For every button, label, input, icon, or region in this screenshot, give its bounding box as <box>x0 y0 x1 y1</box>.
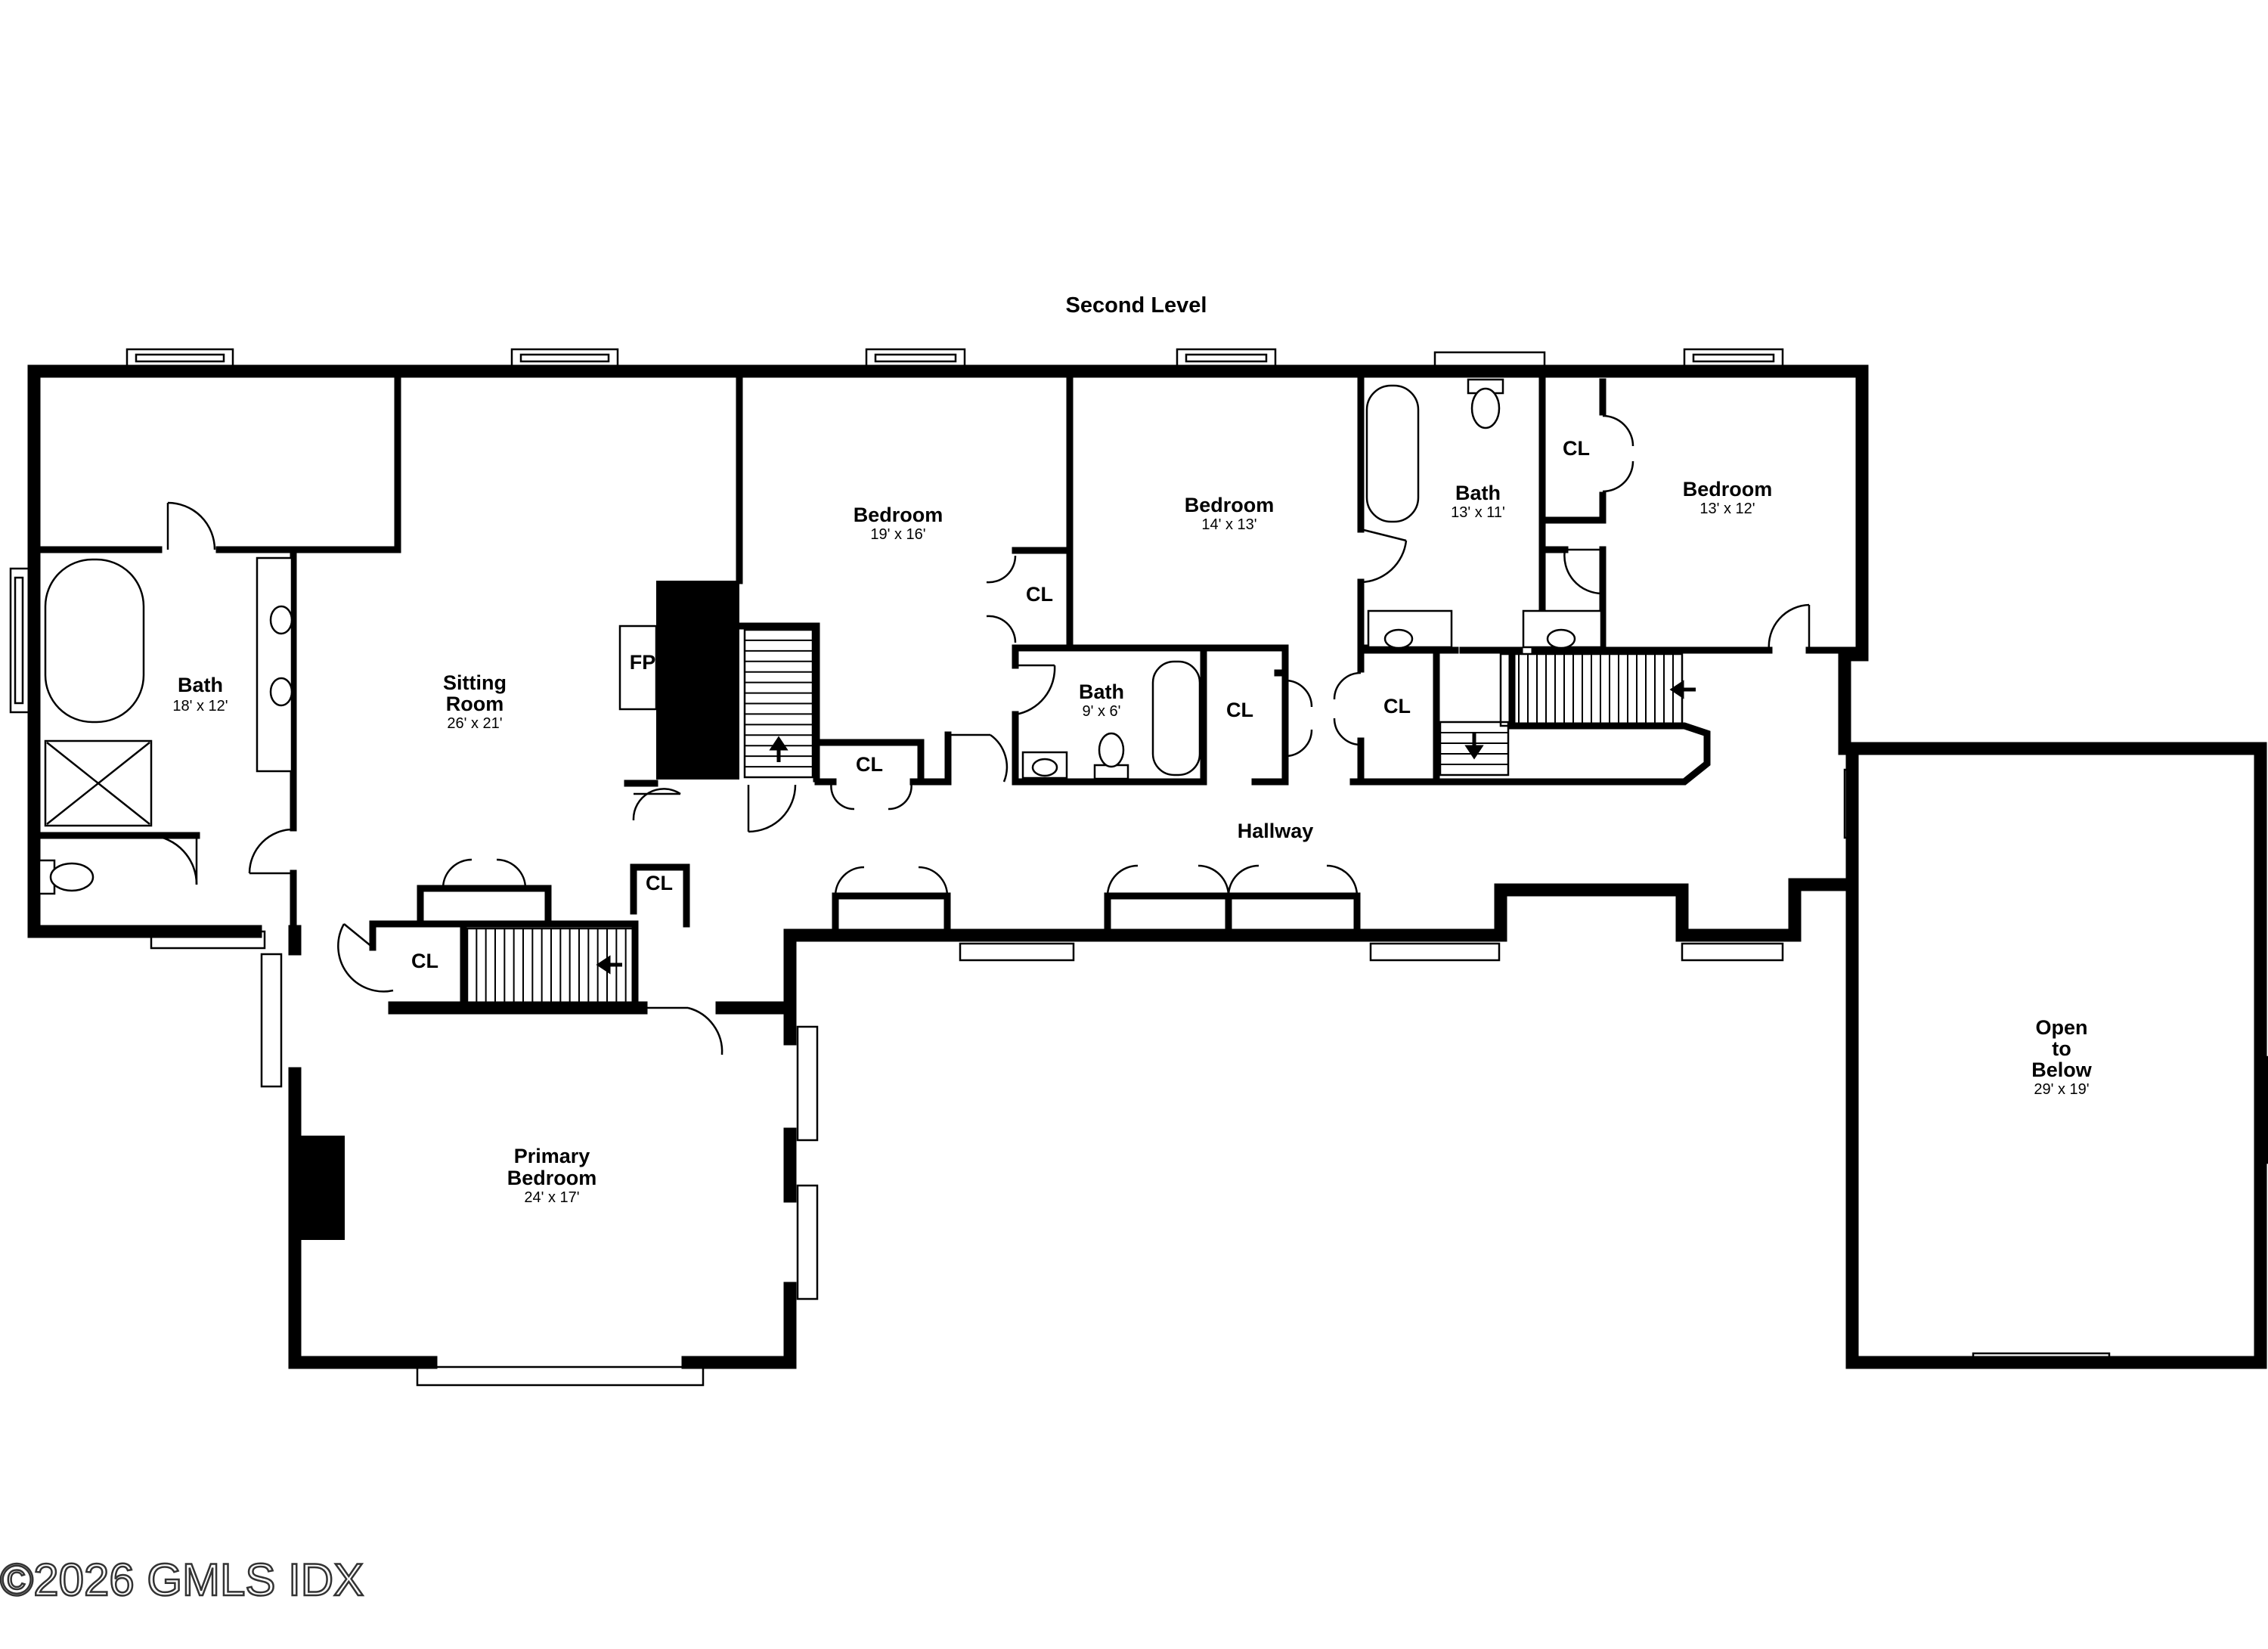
closet-label: CL <box>856 753 883 776</box>
closet-label: CL <box>1226 699 1253 721</box>
sink-icon <box>1031 758 1058 777</box>
door-swing-icon <box>834 866 949 897</box>
door-swing-icon <box>951 733 1009 783</box>
door-swing-icon <box>248 828 294 875</box>
sink-icon <box>1383 628 1414 649</box>
room-name-bath-primary: Bath <box>178 674 223 696</box>
room-name-bath-3: Bath <box>1079 680 1124 703</box>
window-icon <box>510 348 619 367</box>
room-dims-bath-primary: 18' x 12' <box>172 698 228 714</box>
closet-label: CL <box>1563 437 1590 460</box>
window-icon <box>796 1025 819 1142</box>
stair-arrow-icon <box>1669 680 1696 699</box>
window-icon <box>260 953 283 1088</box>
exterior-walls <box>27 364 2267 1369</box>
room-dims-bedroom-3: 13' x 12' <box>1699 501 1755 517</box>
stair-treads <box>476 639 1674 1003</box>
room-name-sitting-room-1: Sitting <box>443 671 507 694</box>
window-icon <box>416 1365 705 1387</box>
closet-label: CL <box>646 872 673 894</box>
door-swing-icon <box>166 501 216 550</box>
toilet-icon <box>38 859 94 895</box>
sink-icon <box>269 677 293 707</box>
stair-arrow-icon <box>1464 733 1484 760</box>
door-swing-icon <box>641 1006 723 1055</box>
door-swing-icon <box>986 555 1017 643</box>
room-dims-primary-bedroom: 24' x 17' <box>524 1189 579 1206</box>
room-name-sitting-room-2: Room <box>446 693 504 715</box>
door-swing-icon <box>1015 664 1056 716</box>
door-swing-icon <box>632 788 681 821</box>
room-name-bedroom-3: Bedroom <box>1683 478 1773 501</box>
bathtub-icon <box>1365 384 1420 523</box>
room-name-open-to-below-1: Open <box>2035 1016 2087 1039</box>
chimney <box>656 581 739 780</box>
door-swing-icon <box>337 923 394 993</box>
room-name-open-to-below-2: to <box>2052 1037 2071 1060</box>
door-swing-icon <box>1106 864 1230 897</box>
room-name-hallway: Hallway <box>1238 820 1314 842</box>
sink-icon <box>269 605 293 635</box>
doors <box>150 414 1811 1055</box>
window-icon <box>865 348 966 367</box>
room-name-bedroom-1: Bedroom <box>854 504 943 526</box>
window-icon <box>1369 942 1501 962</box>
vanity <box>256 556 293 773</box>
door-swing-icon <box>830 781 912 811</box>
window-icon <box>796 1184 819 1300</box>
door-swing-icon <box>150 834 198 885</box>
door-swing-icon <box>1284 679 1313 758</box>
room-name-primary-bedroom-2: Bedroom <box>507 1167 597 1189</box>
room-name-primary-bedroom-1: Primary <box>514 1145 590 1167</box>
door-swing-icon <box>442 858 527 889</box>
toilet-icon <box>1467 378 1504 429</box>
door-swing-icon <box>1360 528 1408 584</box>
room-labels: Bath 18' x 12' Sitting Room 26' x 21' Be… <box>172 437 2092 1206</box>
room-dims-bath-3: 9' x 6' <box>1083 703 1121 720</box>
toilet-icon <box>1093 732 1129 780</box>
window-icon <box>125 348 234 367</box>
room-dims-bedroom-2: 14' x 13' <box>1201 516 1256 533</box>
fireplace-label: FP <box>630 651 656 674</box>
closet-label: CL <box>1383 695 1411 718</box>
window-icon <box>9 567 30 714</box>
chimney-primary <box>296 1136 345 1240</box>
windows <box>9 348 2268 1387</box>
stair-arrow-icon <box>596 955 622 975</box>
door-swing-icon <box>1768 603 1811 651</box>
interior-walls <box>34 367 1866 1240</box>
bathtub-icon <box>1151 660 1201 776</box>
bathtub-icon <box>44 558 145 724</box>
room-dims-bedroom-1: 19' x 16' <box>870 526 925 543</box>
room-name-bedroom-2: Bedroom <box>1185 494 1275 516</box>
door-swing-icon <box>1563 548 1603 595</box>
fireplace-icon <box>618 625 658 711</box>
window-icon <box>1681 942 1784 962</box>
door-swing-icon <box>747 784 797 833</box>
fixtures <box>38 378 1603 895</box>
door-swing-icon <box>1333 671 1362 746</box>
stair-arrow-icon <box>769 736 789 762</box>
watermark: ©2026 GMLS IDX <box>0 1554 364 1605</box>
window-icon <box>959 942 1075 962</box>
window-icon <box>1176 348 1277 367</box>
sink-icon <box>1546 628 1576 649</box>
closet-label: CL <box>411 950 438 972</box>
plan-title: Second Level <box>1066 293 1207 318</box>
room-name-bath-2: Bath <box>1455 482 1501 504</box>
room-dims-open-to-below: 29' x 19' <box>2034 1081 2089 1098</box>
window-icon <box>1683 348 1784 367</box>
room-dims-sitting-room: 26' x 21' <box>447 715 502 732</box>
door-swing-icon <box>1602 414 1634 493</box>
door-swing-icon <box>1227 864 1359 897</box>
stair-east-landing <box>1439 721 1510 776</box>
closet-label: CL <box>1026 583 1053 606</box>
room-dims-bath-2: 13' x 11' <box>1451 504 1505 521</box>
room-name-open-to-below-3: Below <box>2031 1059 2093 1081</box>
